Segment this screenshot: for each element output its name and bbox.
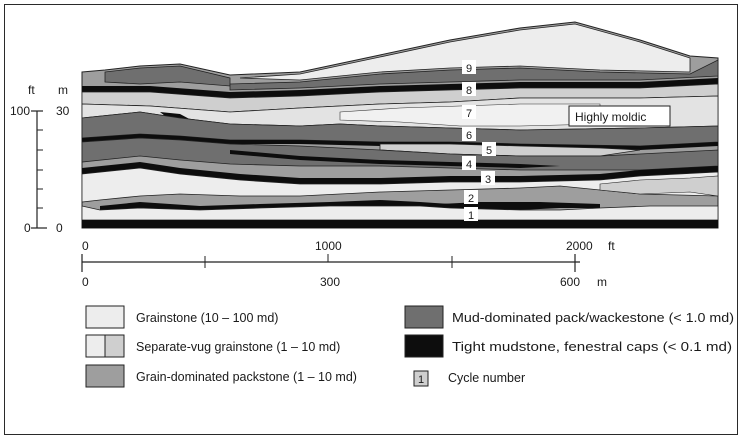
layer-cycle6-cap (82, 134, 718, 150)
layer-cycle4-cap-left (82, 162, 718, 184)
legend-label-grain-dominated: Grain-dominated packstone (1 – 10 md) (136, 370, 357, 384)
cycle-2-box (464, 190, 478, 204)
cycle-1-label: 1 (468, 210, 474, 222)
cycle-3-box (481, 171, 495, 185)
legend-label-mud-dominated: Mud-dominated pack/wackestone (< 1.0 md) (452, 311, 734, 325)
vertical-ft-tick-100: 100 (10, 104, 30, 118)
cycle-7-label: 7 (466, 108, 472, 120)
legend-label-separate-vug: Separate-vug grainstone (1 – 10 md) (136, 340, 340, 354)
horizontal-m-tick-0: 0 (82, 275, 89, 289)
layer-cycle9-mud (229, 59, 719, 91)
cycle-9-box (462, 60, 476, 74)
layer-cycle4-mud (81, 137, 719, 171)
vertical-m-tick-0: 0 (56, 221, 63, 235)
cycle-4-box (462, 156, 476, 170)
legend-swatch-tight-mudstone (404, 334, 444, 358)
legend-swatch-mud-dominated (404, 305, 444, 329)
cycle-8-box (462, 82, 476, 96)
layer-cycle3-vug (599, 175, 719, 197)
legend-cycle-number-swatch (413, 370, 429, 387)
cycle-2-label: 2 (468, 193, 474, 205)
cycle-3-label: 3 (485, 174, 491, 186)
vertical-scale: ft m 100 30 0 0 (10, 83, 70, 235)
horizontal-m-unit: m (597, 275, 607, 289)
legend-swatch-separate-vug-right (104, 334, 125, 358)
legend-cycle-number-box-text: 1 (418, 374, 424, 386)
horizontal-ft-tick-0: 0 (82, 239, 89, 253)
layer-cycle1-grainstone (81, 205, 719, 221)
cycle-5-label: 5 (486, 145, 492, 157)
legend-label-grainstone: Grainstone (10 – 100 md) (136, 311, 278, 325)
horizontal-ft-unit: ft (608, 239, 615, 253)
cycle-7-box (462, 105, 476, 119)
cross-section (81, 21, 719, 229)
horizontal-scale: 0 1000 2000 ft 0 300 600 m (81, 239, 615, 289)
vertical-unit-ft: ft (28, 83, 35, 97)
layer-cycle2-cap-right (440, 202, 600, 208)
horizontal-ft-tick-1000: 1000 (315, 239, 342, 253)
legend-swatch-grain-dominated (85, 364, 125, 388)
legend: Grainstone (10 – 100 md) Separate-vug gr… (85, 305, 734, 388)
cycle-labels: 1 2 3 4 5 6 7 8 9 (462, 60, 496, 222)
cycle-4-label: 4 (466, 159, 472, 171)
layer-cycle4-cap (230, 150, 560, 168)
legend-label-tight-mudstone: Tight mudstone, fenestral caps (< 0.1 md… (452, 340, 732, 354)
vertical-ft-tick-0: 0 (24, 221, 31, 235)
callout-text: Highly moldic (575, 110, 646, 124)
cycle-1-box (464, 207, 478, 221)
layer-cycle9-grainstone (239, 23, 691, 81)
cycle-6-label: 6 (466, 130, 472, 142)
cycle-8-label: 8 (466, 85, 472, 97)
vertical-m-tick-30: 30 (56, 104, 70, 118)
layer-cycle1-base (82, 220, 718, 228)
horizontal-m-tick-600: 600 (560, 275, 580, 289)
horizontal-ft-tick-2000: 2000 (566, 239, 593, 253)
legend-label-cycle-number: Cycle number (448, 371, 525, 385)
cycle-5-box (482, 142, 496, 156)
legend-swatch-grainstone (85, 305, 125, 329)
legend-swatch-separate-vug-left (85, 334, 106, 358)
horizontal-m-tick-300: 300 (320, 275, 340, 289)
callout-box (568, 105, 671, 127)
vertical-unit-m: m (58, 83, 68, 97)
cycle-6-box (462, 127, 476, 141)
highly-moldic-callout: Highly moldic (568, 105, 671, 127)
cycle-9-label: 9 (466, 63, 472, 75)
layer-cycle8-cap (82, 78, 718, 98)
